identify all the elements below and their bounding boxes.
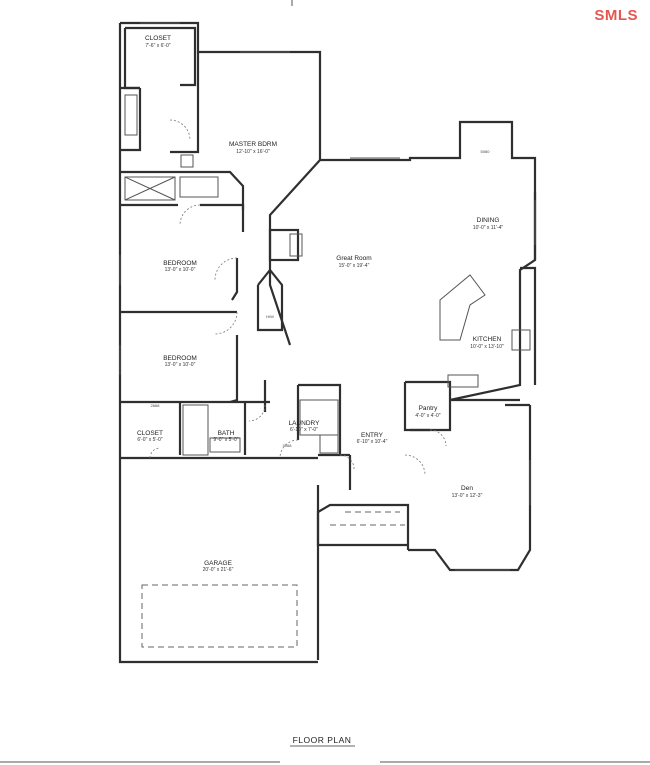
laundry-dims: 6'-10" x 7'-0" — [290, 427, 318, 433]
bath-dims: 9'-0" x 5'-0" — [213, 437, 238, 443]
den-dims: 13'-0" x 12'-3" — [452, 493, 483, 499]
windows — [119, 22, 536, 571]
garage-dims: 20'-0" x 21'-6" — [203, 567, 234, 573]
den-label: Den — [461, 485, 473, 492]
room-labels: CLOSET 7'-6" x 6'-0" MASTER BDRM 12'-10"… — [137, 35, 504, 745]
window-note-dining: 5060 — [481, 149, 491, 154]
interior-walls — [120, 26, 520, 490]
watermark-logo: SMLS — [594, 7, 638, 24]
laundry-label: LAUNDRY — [289, 420, 321, 427]
hw-label: H/W — [266, 314, 274, 319]
entry-dims: 6'-10" x 10'-4" — [357, 439, 388, 445]
great-room-label: Great Room — [336, 255, 371, 262]
garage-label: GARAGE — [204, 560, 232, 567]
master-bedroom-dims: 12'-10" x 16'-0" — [236, 149, 270, 155]
great-room-dims: 15'-0" x 19'-4" — [339, 263, 370, 269]
bedroom-1-label: BEDROOM — [163, 260, 197, 267]
dining-label: DINING — [477, 217, 500, 224]
kitchen-label: KITCHEN — [473, 336, 502, 343]
bedroom-2-dims: 13'-0" x 10'-0" — [165, 362, 196, 368]
window-note-laundry: 3068 — [283, 443, 293, 448]
fixtures — [124, 94, 531, 456]
garage-door-outline — [141, 584, 298, 648]
door-swings — [149, 119, 447, 476]
closet-bottom-label: CLOSET — [137, 430, 163, 437]
master-bedroom-label: MASTER BDRM — [229, 141, 277, 148]
entry-label: ENTRY — [361, 432, 384, 439]
dining-dims: 10'-0" x 11'-4" — [473, 225, 504, 231]
pantry-label: Pantry — [419, 405, 439, 412]
kitchen-dims: 10'-0" x 13'-10" — [470, 344, 504, 350]
plan-title: FLOOR PLAN — [293, 735, 352, 745]
bedroom-2-label: BEDROOM — [163, 355, 197, 362]
closet-bottom-dims: 6'-0" x 5'-0" — [137, 437, 162, 443]
bath-label: BATH — [218, 430, 235, 437]
window-note-closet: 2668 — [151, 403, 161, 408]
bedroom-1-dims: 13'-0" x 10'-0" — [165, 267, 196, 273]
closet-top-dims: 7'-6" x 6'-0" — [145, 43, 170, 49]
closet-top-label: CLOSET — [145, 35, 171, 42]
pantry-dims: 4'-0" x 4'-0" — [415, 413, 440, 419]
